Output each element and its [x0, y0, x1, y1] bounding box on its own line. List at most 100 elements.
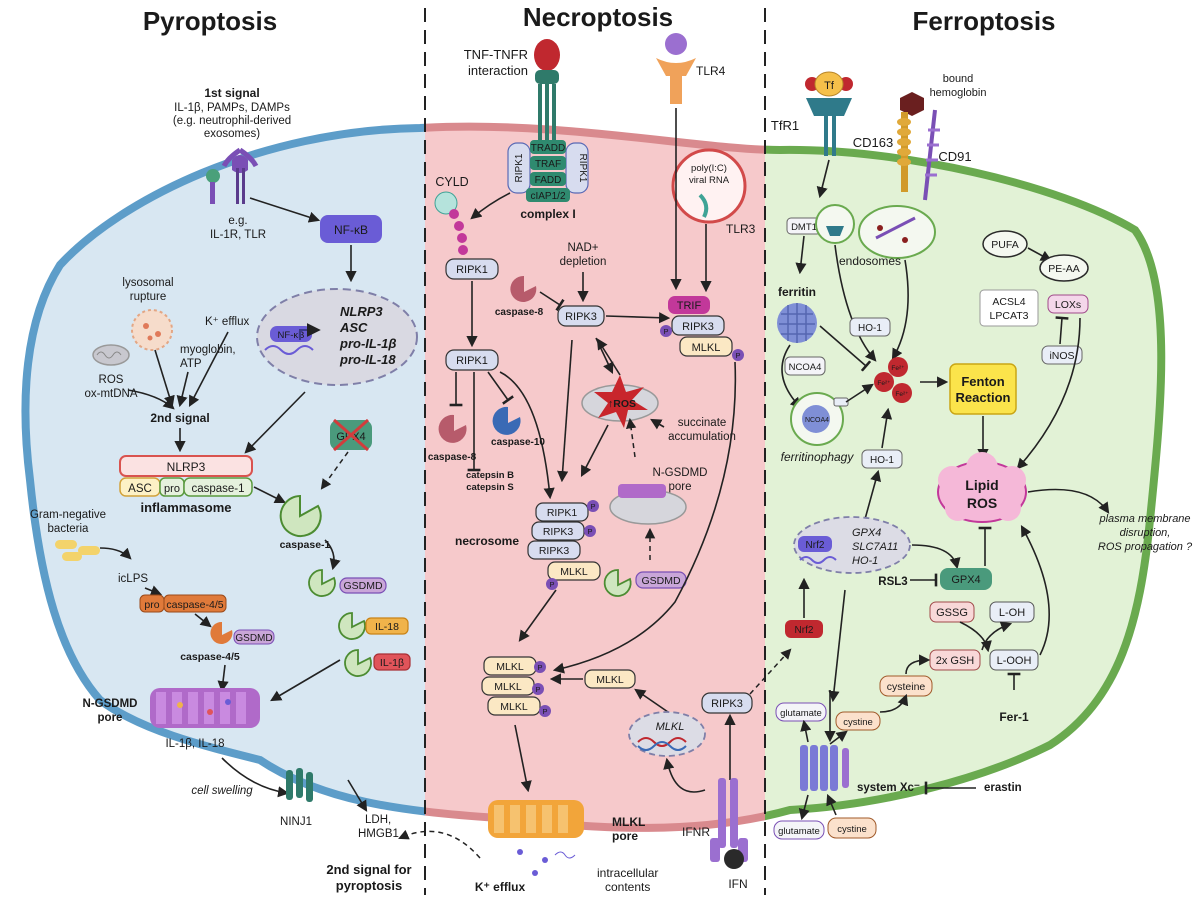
- ripk1-side-left: RIPK1: [514, 153, 525, 182]
- gsdmd-pyro-box: [339, 577, 387, 594]
- ngsdmd-necro-label-2: pore: [668, 481, 691, 493]
- caspase1-box: [183, 477, 253, 497]
- ngsdmd-label-1: N-GSDMD: [83, 698, 138, 710]
- ninj1-icon: [286, 768, 313, 802]
- fer1-label: Fer-1: [999, 710, 1029, 724]
- system-xc-label: system Xc⁻: [857, 782, 920, 794]
- fenton-label-1: Fenton: [961, 374, 1004, 389]
- title-necroptosis: Necroptosis: [523, 2, 673, 32]
- second-signal-pyro-label-1: 2nd signal for: [326, 862, 411, 877]
- p-trif-1: P: [663, 327, 668, 336]
- necrosome-ripk3b-label: RIPK3: [539, 545, 570, 557]
- gene-nlrp3: NLRP3: [340, 304, 383, 319]
- complex-i-label: complex I: [520, 207, 575, 221]
- succinate-label-1: succinate: [678, 417, 727, 429]
- ox-mtdna-label: ox-mtDNA: [84, 388, 137, 400]
- necroptosis-panel: TNF-TNFR interaction TLR4 RIPK1 RIPK1 TR…: [428, 33, 792, 894]
- p-necro-3: P: [549, 580, 554, 589]
- lipid-ros-label: ROS: [967, 495, 997, 511]
- il1b-label: IL-1β: [380, 657, 404, 669]
- ncoa4-box: [784, 356, 826, 376]
- ripk3-trif-box: [671, 315, 725, 336]
- target-slc7a11: SLC7A11: [852, 541, 898, 553]
- fe-ion-3: Fe²⁺: [895, 391, 909, 398]
- ifn-label: IFN: [728, 877, 747, 891]
- mlkl-pore-label-2: pore: [612, 829, 638, 843]
- cross-icon: [333, 418, 369, 452]
- nfkb-small-label: NF-κB: [278, 330, 305, 341]
- nad-label-1: NAD+: [568, 242, 599, 254]
- ho1-lower-box: [861, 449, 903, 469]
- ripk1-side-right: RIPK1: [577, 154, 588, 183]
- caspase45-enzyme-label: caspase-4/5: [180, 651, 240, 663]
- ros-label: ROS: [99, 374, 124, 386]
- necrosome-label: necrosome: [455, 534, 519, 548]
- glutamate-out-box: [773, 820, 825, 840]
- caspase45-box: [163, 594, 227, 613]
- tradd-label: TRADD: [531, 143, 565, 154]
- acsl4-box: [979, 289, 1039, 327]
- tlr4-label: TLR4: [696, 64, 726, 78]
- tf-label: Tf: [824, 80, 835, 92]
- peaa-icon: [1039, 254, 1089, 282]
- caspase8-lower-icon: [438, 414, 467, 443]
- ripk1-middle-label: RIPK1: [456, 355, 488, 367]
- ho1-upper-label: HO-1: [858, 323, 882, 334]
- nlrp3-box: [119, 455, 253, 477]
- rsl3-label: RSL3: [878, 576, 907, 588]
- nad-label-2: depletion: [560, 256, 607, 268]
- looh-box: [989, 649, 1039, 671]
- lipid-label: Lipid: [965, 477, 998, 493]
- pro-casp1-label: pro: [164, 483, 180, 495]
- mlkl-pore-icon: [488, 800, 584, 876]
- mlkl-trif-box: [679, 336, 733, 357]
- nrf2-cyto-box: [785, 620, 823, 638]
- necrosome-ripk3a-label: RIPK3: [543, 526, 574, 538]
- p-necro-2: P: [587, 527, 592, 536]
- catepsin-b-label: catepsin B: [466, 470, 514, 481]
- p-oligo-3: P: [542, 707, 547, 716]
- cystine-out-label: cystine: [837, 824, 867, 835]
- lipid-ros-cloud: [937, 452, 1027, 523]
- mlkl-oligo-1: MLKL: [496, 661, 524, 673]
- bacteria-icon: [55, 540, 100, 561]
- ninj1-label: NINJ1: [280, 816, 312, 828]
- ho1-upper-box: [849, 317, 891, 337]
- caspase1-box-label: caspase-1: [191, 483, 244, 495]
- mlkl-pore-label-1: MLKL: [612, 815, 645, 829]
- polyic-label-2: viral RNA: [689, 175, 730, 186]
- il-release-label: IL-1β, IL-18: [165, 738, 224, 750]
- il18-box: [365, 617, 409, 635]
- pufa-label: PUFA: [991, 239, 1018, 251]
- transferrin-receptor-icon: [805, 71, 853, 156]
- fe2-ions-icon: [874, 357, 912, 403]
- ros-mitochondria-icon: [581, 375, 659, 428]
- necrosome-ripk1-label: RIPK1: [547, 507, 578, 519]
- il1b-box: [373, 653, 411, 671]
- first-signal-text-1: IL-1β, PAMPs, DAMPs: [174, 102, 290, 114]
- system-xc-transporter-icon: [800, 745, 849, 791]
- receptor-label-1: e.g.: [228, 215, 247, 227]
- loxs-label: LOXs: [1055, 299, 1081, 311]
- ifnr-icon: [710, 778, 748, 869]
- fe-ion-2: Fe²⁺: [877, 380, 891, 387]
- target-ho1: HO-1: [852, 555, 878, 567]
- tlr3-endosome: [671, 148, 747, 224]
- ldh-label: LDH,: [365, 814, 391, 826]
- peaa-label: PE-AA: [1048, 263, 1080, 275]
- nlrp3-label: NLRP3: [167, 460, 206, 474]
- ripk3-ifn-box: [701, 692, 753, 714]
- tlr4-icon: [656, 33, 696, 104]
- tlr3-label: TLR3: [726, 222, 756, 236]
- dmt1-label: DMT1: [791, 222, 817, 233]
- membrane-disruption-label-3: ROS propagation ?: [1098, 541, 1193, 553]
- membrane-disruption-label-1: plasma membrane: [1098, 513, 1190, 525]
- ngsdmd-label-2: pore: [98, 712, 123, 724]
- nfkb-box: [320, 215, 382, 243]
- ripk3-ifn-label: RIPK3: [711, 698, 743, 710]
- bound-label: bound: [943, 73, 974, 85]
- contents-label-2: contents: [605, 880, 650, 894]
- cyld-ubiquitin-icon: [434, 191, 468, 255]
- ho1-lower-label: HO-1: [870, 455, 894, 466]
- gsdmd-necro-label: GSDMD: [641, 575, 681, 587]
